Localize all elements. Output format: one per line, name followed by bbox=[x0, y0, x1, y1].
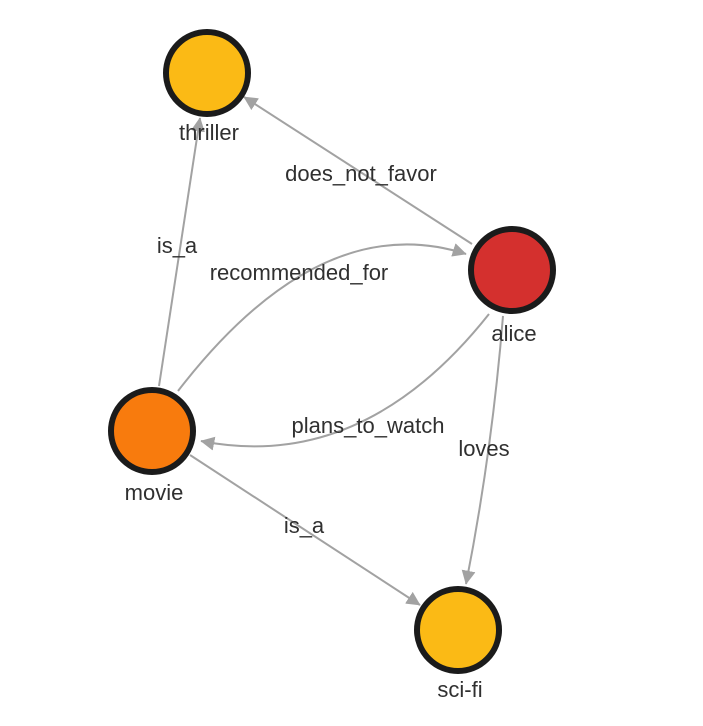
edge-label-is-a-movie-scifi: is_a bbox=[284, 513, 325, 538]
node-alice-label: alice bbox=[491, 321, 536, 346]
node-alice[interactable]: alice bbox=[468, 226, 556, 346]
edge-recommended-for[interactable] bbox=[177, 243, 467, 392]
edge-plans-to-watch[interactable] bbox=[200, 313, 490, 451]
edge-label-does-not-favor: does_not_favor bbox=[285, 161, 437, 186]
edge-does-not-favor[interactable] bbox=[243, 96, 473, 245]
edge-is-a-movie-scifi[interactable] bbox=[189, 454, 421, 606]
edge-label-plans-to-watch: plans_to_watch bbox=[292, 413, 445, 438]
edge-label-loves: loves bbox=[458, 436, 509, 461]
edge-loves[interactable] bbox=[461, 315, 504, 585]
node-thriller[interactable]: thriller bbox=[163, 29, 251, 145]
node-scifi-label: sci-fi bbox=[437, 677, 482, 702]
node-movie-circle[interactable] bbox=[108, 387, 196, 475]
edge-label-recommended-for: recommended_for bbox=[210, 260, 389, 285]
node-thriller-label: thriller bbox=[179, 120, 239, 145]
node-scifi[interactable]: sci-fi bbox=[414, 586, 502, 702]
node-alice-circle[interactable] bbox=[468, 226, 556, 314]
edge-label-is-a-movie-thriller: is_a bbox=[157, 233, 198, 258]
edge-is-a-movie-thriller[interactable] bbox=[158, 117, 205, 387]
node-movie-label: movie bbox=[125, 480, 184, 505]
node-scifi-circle[interactable] bbox=[414, 586, 502, 674]
node-thriller-circle[interactable] bbox=[163, 29, 251, 117]
nodes-layer: thriller alice movie sci-fi bbox=[108, 29, 556, 702]
edge-labels-layer: does_not_favor is_a recommended_for plan… bbox=[157, 161, 510, 538]
node-movie[interactable]: movie bbox=[108, 387, 196, 505]
edges-layer bbox=[158, 96, 504, 606]
